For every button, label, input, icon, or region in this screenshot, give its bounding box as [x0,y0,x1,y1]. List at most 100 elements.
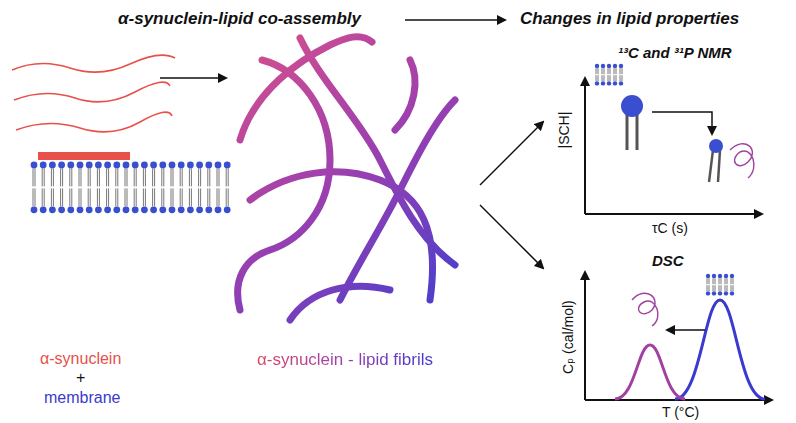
assembly-arrow [160,77,226,79]
lipid-head [86,162,93,169]
lipid-tail [620,75,621,81]
lipid-tail [226,168,227,186]
lipid-head [706,274,710,278]
nmr-axes [585,78,762,214]
axis-label: Cₚ (cal/mol) [560,300,576,374]
lipid-tail [198,168,199,186]
lipid-head [224,206,231,213]
lipid-tail [173,188,174,206]
lipid-head [58,206,65,213]
lipid-tail [106,188,107,206]
lipid-tail [60,168,61,186]
lipid-tail [171,188,172,206]
lipid-tail [35,188,36,206]
lipid-head [205,206,212,213]
dsc-axes [585,272,772,400]
lipid-tail [152,168,153,186]
lipid-tail [99,188,100,206]
lipid-tail [145,188,146,206]
lipid-tail [614,68,615,74]
lipid-tail [219,188,220,206]
lipid-tail [42,168,43,186]
lipid-tail [127,168,128,186]
lipid-tail [143,168,144,186]
branch-arrow [480,122,543,185]
lipid-head [718,274,722,278]
synuclein-chains [12,55,175,132]
lipid-head [123,162,130,169]
lipid-tail [219,168,220,186]
lipid-tail [134,168,135,186]
lipid-tail [707,285,708,291]
plot-title: ¹³C and ³¹P NMR [618,44,732,61]
lipid-head [113,206,120,213]
lipid-head [141,206,148,213]
lipid-tail [163,188,164,206]
lipid-tail [90,168,91,186]
lipid-tail [182,188,183,206]
lipid-tail [125,168,126,186]
lipid-tail [51,188,52,206]
lipid-tail [198,188,199,206]
lipid-head [141,162,148,169]
lipid-tail [718,150,720,182]
lipid-tail [713,285,714,291]
lipid-tail [731,285,732,291]
lipid-head [67,206,74,213]
lipid-head [159,162,166,169]
lipid-tail [108,168,109,186]
lipid-head [718,291,722,295]
lipid-head [712,274,716,278]
lipid-tail [88,188,89,206]
lipid-tail [35,168,36,186]
lipid-tail [610,75,611,81]
plot-title: DSC [652,252,684,269]
axis-label: |SCH| [556,112,572,149]
lipid-tail [200,168,201,186]
lipid-head [730,291,734,295]
lipid-head [77,162,84,169]
lipid-head [724,291,728,295]
lipid-tail [117,168,118,186]
lipid-tail [228,188,229,206]
lipid-tail [180,188,181,206]
lipid-head [169,162,176,169]
lipid-tail [180,168,181,186]
lipid-tail [136,188,137,206]
lipid-tail [189,168,190,186]
lipid-tail [715,278,716,284]
lipid-tail [200,188,201,206]
lipid-tail [725,278,726,284]
lipid-tail [163,168,164,186]
lipid-tail [604,75,605,81]
lipid-tail [727,285,728,291]
lipid-head [169,206,176,213]
lipid-peak [675,300,765,399]
lipid-head [178,206,185,213]
lipid-tail [598,75,599,81]
lipid-head [709,139,723,153]
lipid-tail [115,168,116,186]
lipid-head [187,162,194,169]
lipid-head [159,206,166,213]
lipid-head [40,162,47,169]
lipid-head [104,206,111,213]
lipid-tail [707,278,708,284]
lipid-tail [125,188,126,206]
lipid-head [132,162,139,169]
lipid-head [601,64,605,68]
lipid-tail [610,68,611,74]
lipid-tail [117,188,118,206]
lipid-tail [226,188,227,206]
lipid-head [58,162,65,169]
lipid-tail [731,278,732,284]
lipid-tail [596,68,597,74]
lipid-tail [161,188,162,206]
lipid-tail [217,168,218,186]
lipid-tail [53,188,54,206]
lipid-tail [62,188,63,206]
lipid-tail [143,188,144,206]
lipid-head [595,81,599,85]
lipid-tail [721,278,722,284]
lipid-tail [152,188,153,206]
